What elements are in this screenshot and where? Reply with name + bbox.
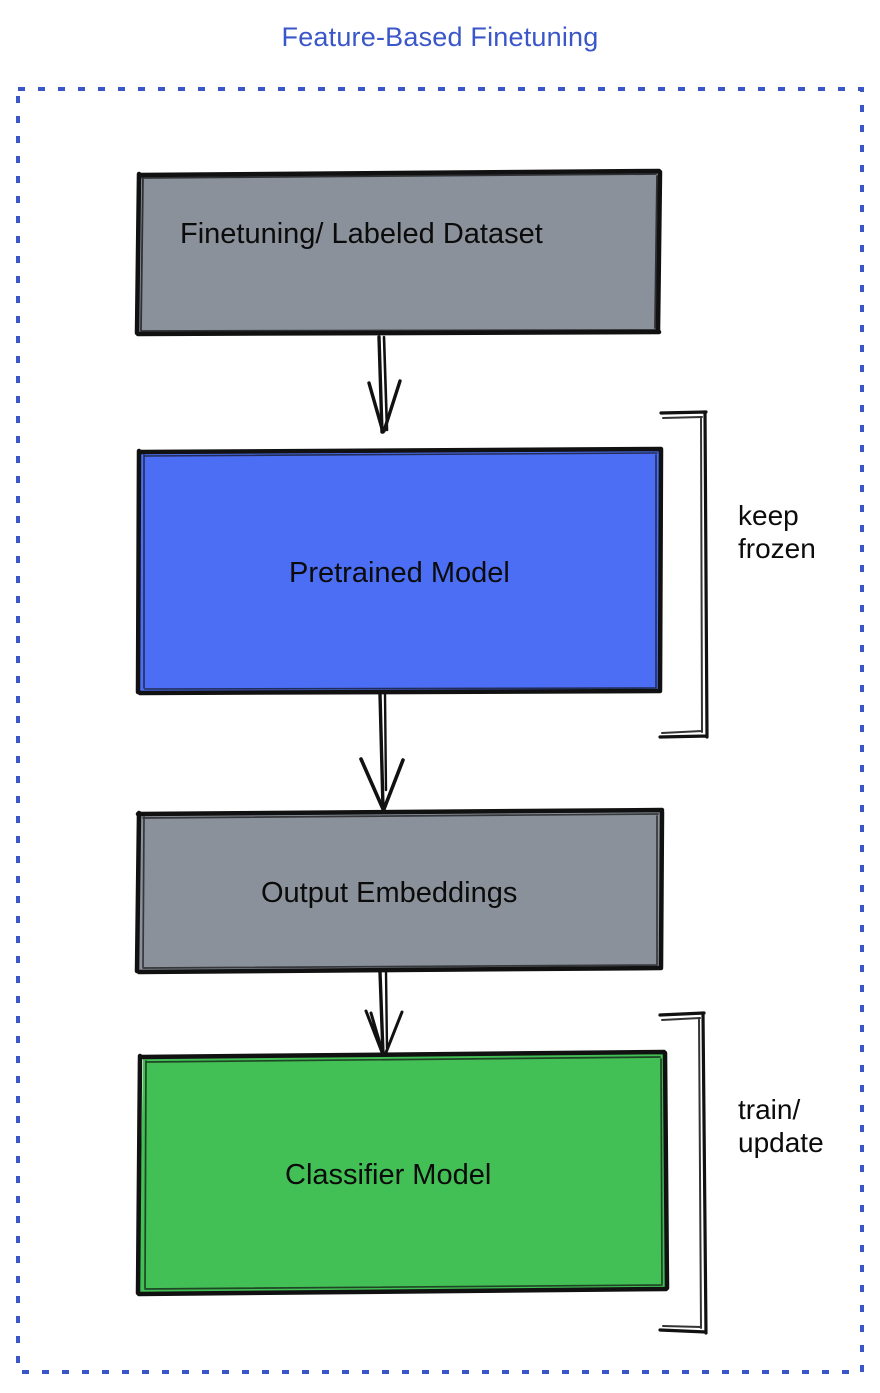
node-output-embeddings-outline <box>134 807 665 975</box>
annotation-train-update: train/ update <box>738 1093 824 1159</box>
diagram-container-border <box>16 87 864 1374</box>
node-finetuning-dataset-shape <box>137 171 660 334</box>
node-classifier-model-outline <box>135 1049 670 1297</box>
annotation-keep-frozen-line2: frozen <box>738 533 816 565</box>
annotation-keep-frozen-line1: keep <box>738 500 799 531</box>
bracket-train-update <box>658 1011 708 1335</box>
node-finetuning-dataset-outline <box>134 168 663 337</box>
edge-pretrained-to-embeddings <box>359 692 405 811</box>
node-classifier-model-shape <box>139 1053 666 1293</box>
node-output-embeddings-outline-sketch <box>142 813 659 969</box>
annotation-train-update-line2: update <box>738 1127 824 1159</box>
node-pretrained-model[interactable] <box>135 446 664 696</box>
node-output-embeddings-shape <box>138 811 661 971</box>
page-title: Feature-Based Finetuning <box>281 22 599 52</box>
annotation-train-update-line1: train/ <box>738 1094 801 1125</box>
arrowhead-down-icon <box>367 379 402 434</box>
arrowhead-down-icon <box>359 757 405 811</box>
node-pretrained-model-shape <box>139 450 660 692</box>
edge-embeddings-to-classifier <box>364 970 404 1057</box>
bracket-keep-frozen <box>658 410 709 739</box>
node-classifier-model[interactable] <box>135 1049 670 1297</box>
edge-dataset-to-pretrained <box>367 335 402 434</box>
arrowhead-down-icon <box>364 1009 404 1057</box>
node-output-embeddings[interactable] <box>134 807 665 975</box>
node-finetuning-dataset[interactable] <box>134 168 663 337</box>
annotation-keep-frozen: keep frozen <box>738 499 816 565</box>
node-finetuning-dataset-outline-sketch <box>140 173 658 332</box>
node-pretrained-model-outline <box>135 446 664 696</box>
node-pretrained-model-outline-sketch <box>143 452 658 690</box>
node-classifier-model-outline-sketch <box>144 1056 663 1290</box>
